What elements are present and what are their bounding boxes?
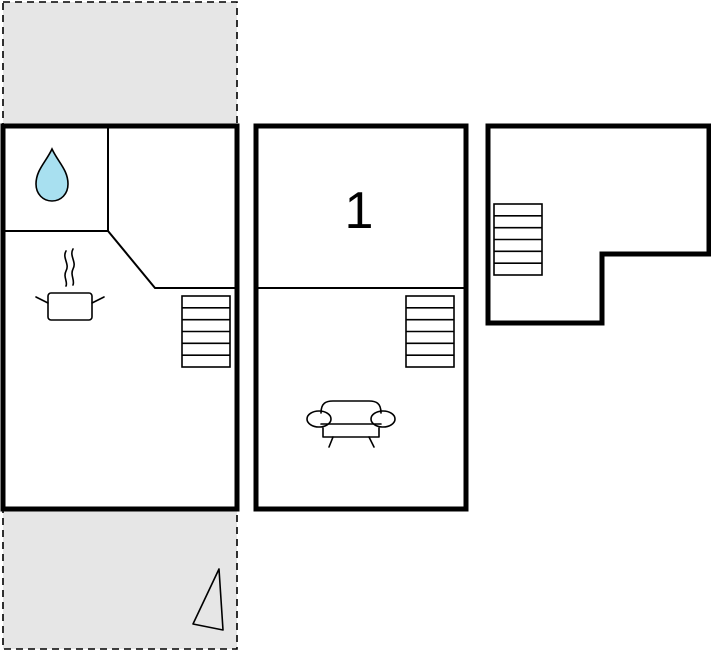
terrace-bottom bbox=[2, 508, 238, 650]
cooking-pot-icon bbox=[35, 248, 105, 321]
water-drop-icon bbox=[35, 147, 69, 202]
room-number-label: 1 bbox=[345, 182, 374, 240]
upper-floor bbox=[485, 123, 711, 326]
first-floor: 1 bbox=[253, 123, 469, 512]
bathroom-kitchen-wall bbox=[3, 230, 237, 289]
terrace-top bbox=[2, 1, 238, 127]
staircase-icon bbox=[493, 203, 543, 276]
staircase-icon bbox=[405, 295, 455, 368]
staircase-icon bbox=[181, 295, 231, 368]
sail-triangle-icon bbox=[192, 568, 224, 631]
ground-floor-outline bbox=[0, 123, 240, 512]
upper-floor-outline bbox=[485, 123, 711, 326]
sofa-icon bbox=[306, 400, 396, 448]
ground-floor bbox=[0, 123, 240, 512]
first-floor-outline bbox=[253, 123, 469, 512]
